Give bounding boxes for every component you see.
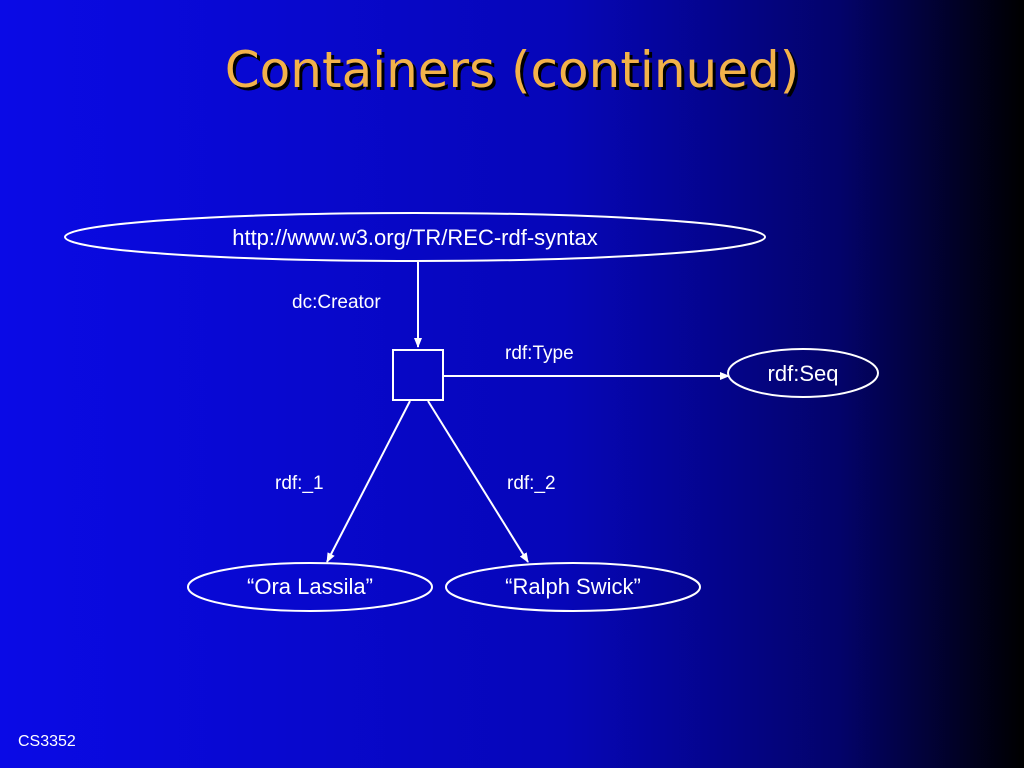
slide-footer: CS3352 <box>18 733 76 750</box>
member-1-node-label: “Ora Lassila” <box>247 574 373 599</box>
member-2-node-label: “Ralph Swick” <box>505 574 641 599</box>
creator-edge-label: dc:Creator <box>292 292 381 313</box>
item-2-edge <box>427 400 529 563</box>
item-2-edge-label: rdf:_2 <box>507 473 556 494</box>
member-2-node <box>445 562 701 612</box>
seq-type-node <box>727 348 879 398</box>
resource-node-label: http://www.w3.org/TR/REC-rdf-syntax <box>232 225 598 250</box>
seq-type-node-label: rdf:Seq <box>768 361 839 386</box>
slide-title: Containers (continued) <box>224 41 800 99</box>
blank-container-node <box>392 349 444 401</box>
member-1-node <box>187 562 433 612</box>
type-edge-label: rdf:Type <box>505 343 574 364</box>
item-1-edge <box>326 400 411 563</box>
item-1-edge-label: rdf:_1 <box>275 473 324 494</box>
resource-node <box>64 212 766 262</box>
